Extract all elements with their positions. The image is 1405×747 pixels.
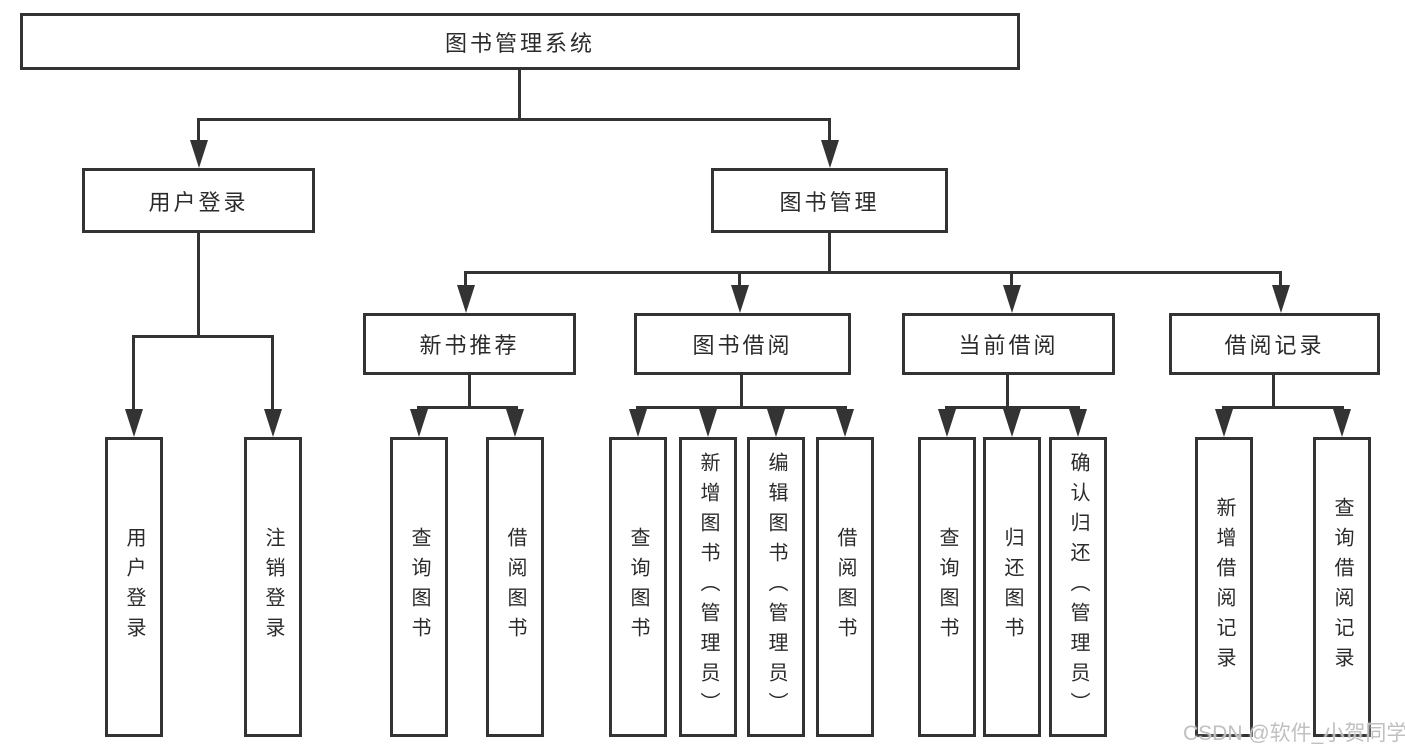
connector-drop-borrowing-records bbox=[1279, 271, 1282, 287]
connector-borrowing-records-hline bbox=[1222, 406, 1344, 409]
connector-current-borrowing-stem bbox=[1006, 375, 1009, 408]
arrow-down-icon bbox=[1215, 409, 1233, 437]
node-book-management: 图书管理 bbox=[711, 168, 948, 233]
leaf-current-query-books: 查询图书 bbox=[918, 437, 976, 737]
arrow-down-icon bbox=[731, 285, 749, 313]
arrow-down-icon bbox=[1272, 285, 1290, 313]
connector-drop-book-management bbox=[828, 118, 831, 143]
watermark: CSDN @软件_小贺同学 bbox=[1183, 722, 1405, 745]
connector-new-book-stem bbox=[468, 375, 471, 408]
arrow-down-icon bbox=[125, 409, 143, 437]
leaf-newbook-borrow-books: 借阅图书 bbox=[486, 437, 544, 737]
connector-drop-current-borrowing bbox=[1010, 271, 1013, 287]
arrow-down-icon bbox=[699, 409, 717, 437]
node-user-login: 用户登录 bbox=[82, 168, 315, 233]
node-current-borrowing: 当前借阅 bbox=[902, 313, 1115, 375]
connector-drop-leaf-user-login bbox=[132, 335, 135, 411]
leaf-newbook-query-books: 查询图书 bbox=[390, 437, 448, 737]
connector-book-management-stem bbox=[828, 233, 831, 273]
connector-current-borrowing-hline bbox=[945, 406, 1080, 409]
leaf-borrow-borrow-books: 借阅图书 bbox=[816, 437, 874, 737]
node-root: 图书管理系统 bbox=[20, 13, 1020, 70]
node-book-borrowing: 图书借阅 bbox=[634, 313, 851, 375]
leaf-records-query-borrow-record: 查询借阅记录 bbox=[1313, 437, 1371, 737]
arrow-down-icon bbox=[836, 409, 854, 437]
leaf-borrow-add-books-admin: 新增图书（管理员） bbox=[679, 437, 737, 737]
arrow-down-icon bbox=[767, 409, 785, 437]
connector-borrowing-records-stem bbox=[1272, 375, 1275, 408]
arrow-down-icon bbox=[1333, 409, 1351, 437]
arrow-down-icon bbox=[938, 409, 956, 437]
arrow-down-icon bbox=[190, 140, 208, 168]
connector-book-borrowing-stem bbox=[740, 375, 743, 408]
arrow-down-icon bbox=[1003, 409, 1021, 437]
arrow-down-icon bbox=[506, 409, 524, 437]
connector-drop-new-book bbox=[464, 271, 467, 287]
leaf-borrow-edit-books-admin: 编辑图书（管理员） bbox=[747, 437, 805, 737]
connector-user-login-hline bbox=[132, 335, 274, 338]
connector-drop-leaf-logout bbox=[271, 335, 274, 411]
arrow-down-icon bbox=[629, 409, 647, 437]
connector-level1-hline bbox=[197, 118, 831, 121]
connector-new-book-hline bbox=[417, 406, 518, 409]
leaf-user-login: 用户登录 bbox=[105, 437, 163, 737]
arrow-down-icon bbox=[264, 409, 282, 437]
arrow-down-icon bbox=[1069, 409, 1087, 437]
arrow-down-icon bbox=[821, 140, 839, 168]
connector-user-login-stem bbox=[197, 233, 200, 337]
connector-book-management-hline bbox=[464, 271, 1282, 274]
connector-book-borrowing-hline bbox=[636, 406, 847, 409]
connector-drop-user-login bbox=[197, 118, 200, 143]
arrow-down-icon bbox=[457, 285, 475, 313]
node-new-book-recommendation: 新书推荐 bbox=[363, 313, 576, 375]
leaf-records-add-borrow-record: 新增借阅记录 bbox=[1195, 437, 1253, 737]
connector-drop-book-borrowing bbox=[738, 271, 741, 287]
leaf-borrow-query-books: 查询图书 bbox=[609, 437, 667, 737]
connector-root-stem bbox=[518, 70, 521, 119]
leaf-current-return-books: 归还图书 bbox=[983, 437, 1041, 737]
leaf-logout-login: 注销登录 bbox=[244, 437, 302, 737]
leaf-current-confirm-return-admin: 确认归还（管理员） bbox=[1049, 437, 1107, 737]
node-borrowing-records: 借阅记录 bbox=[1169, 313, 1380, 375]
arrow-down-icon bbox=[410, 409, 428, 437]
arrow-down-icon bbox=[1003, 285, 1021, 313]
